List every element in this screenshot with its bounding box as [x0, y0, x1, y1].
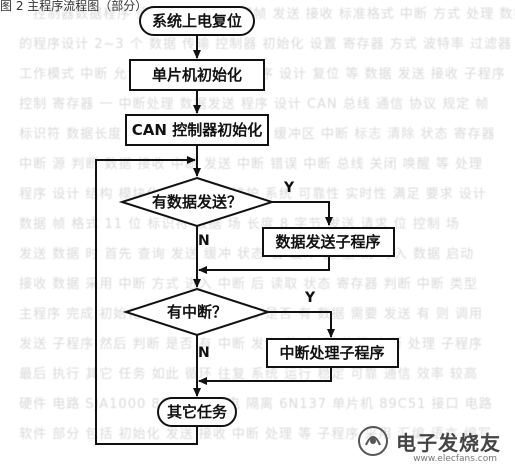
- send-subroutine-label: 数据发送子程序: [275, 233, 380, 251]
- can-init-box: [125, 114, 269, 146]
- yes-label-interrupt: Y: [304, 290, 316, 306]
- other-tasks-terminator: [157, 397, 237, 427]
- start-label: 系统上电复位: [152, 12, 242, 30]
- yes-branch-send: [272, 201, 333, 226]
- yes-branch-interrupt: [268, 311, 335, 338]
- send-subroutine-box: [262, 227, 395, 257]
- return-from-interrupt: [198, 367, 332, 385]
- watermark-text: 电子发烧友: [396, 430, 501, 455]
- return-from-send: [198, 256, 330, 274]
- figure-caption: 图 2 主程序流程图（部分）: [0, 0, 148, 12]
- no-label-send: N: [198, 233, 210, 249]
- decision-send-label: 有数据发送？: [152, 193, 242, 211]
- watermark-url: www.elecfans.com: [413, 454, 497, 464]
- electronics-logo-icon: [358, 426, 388, 456]
- interrupt-subroutine-label: 中断处理子程序: [279, 344, 384, 362]
- decision-interrupt-label: 有中断？: [167, 303, 227, 321]
- other-tasks-label: 其它任务: [167, 403, 228, 421]
- can-init-label: CAN 控制器初始化: [132, 121, 262, 139]
- interrupt-subroutine-box: [266, 338, 399, 368]
- no-label-interrupt: N: [198, 345, 210, 361]
- yes-label-send: Y: [283, 180, 295, 196]
- mcu-init-label: 单片机初始化: [152, 66, 242, 84]
- loop-back-line: [95, 156, 198, 445]
- watermark: 电子发烧友: [356, 424, 501, 458]
